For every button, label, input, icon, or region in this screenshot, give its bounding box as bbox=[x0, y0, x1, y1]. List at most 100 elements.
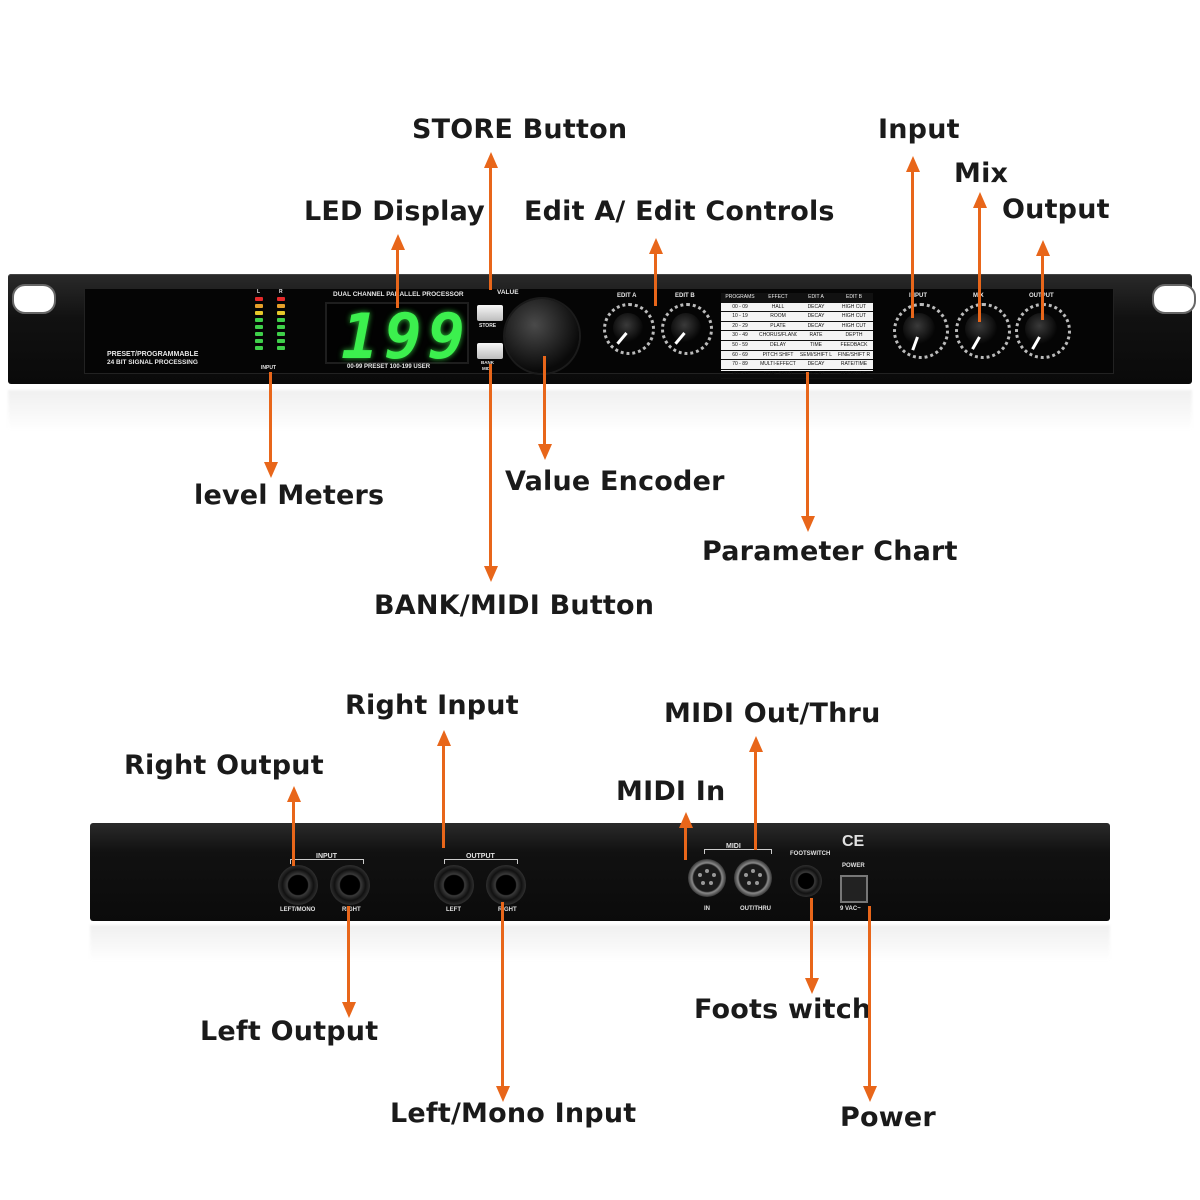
power-jack[interactable] bbox=[840, 875, 868, 903]
front-panel-reflection bbox=[8, 390, 1192, 430]
chart-cell: DECAY bbox=[807, 361, 825, 368]
midi-out-thru-port[interactable] bbox=[734, 859, 772, 897]
callout-bank-midi-button: BANK/MIDI Button bbox=[374, 590, 655, 621]
callout-led-display: LED Display bbox=[304, 196, 485, 227]
mix-knob[interactable] bbox=[965, 313, 997, 345]
arrow-mix bbox=[978, 206, 981, 322]
chart-cell: DECAY bbox=[807, 322, 825, 329]
meter-segment bbox=[277, 311, 285, 315]
callout-midi-in: MIDI In bbox=[616, 776, 726, 807]
callout-left-output: Left Output bbox=[200, 1016, 379, 1047]
edit-b-label: EDIT B bbox=[675, 293, 695, 299]
right-in-label: RIGHT bbox=[342, 907, 361, 913]
callout-level-meters: level Meters bbox=[194, 480, 385, 511]
chart-cell: DECAY bbox=[807, 370, 825, 377]
midi-label: MIDI bbox=[482, 366, 492, 371]
din-pin bbox=[701, 881, 705, 885]
callout-parameter-chart: Parameter Chart bbox=[702, 536, 958, 567]
arrow-store-button bbox=[489, 166, 492, 290]
chart-header-cell: EDIT A bbox=[797, 293, 835, 302]
din-pin bbox=[705, 869, 709, 873]
arrow-parameter-chart bbox=[806, 372, 809, 518]
chart-cell: PLATE bbox=[770, 322, 786, 329]
chart-cell: 30 - 49 bbox=[732, 332, 748, 339]
display-caption: 00-99 PRESET 100-199 USER bbox=[347, 364, 431, 370]
rack-ear-hole-left-top bbox=[12, 284, 56, 314]
meter-left-column bbox=[255, 297, 263, 353]
edit-b-scale bbox=[661, 303, 713, 355]
arrow-left-mono-input bbox=[501, 902, 504, 1088]
callout-value-encoder: Value Encoder bbox=[505, 466, 725, 497]
callout-edit-controls: Edit A/ Edit Controls bbox=[524, 196, 835, 227]
led-display: 199 bbox=[325, 300, 469, 373]
footswitch-jack[interactable] bbox=[790, 865, 822, 897]
din-pin bbox=[747, 881, 751, 885]
edit-a-knob[interactable] bbox=[613, 313, 643, 343]
chart-cell: HIGH CUT bbox=[841, 313, 867, 320]
left-output-jack[interactable] bbox=[434, 865, 474, 905]
callout-right-input: Right Input bbox=[345, 690, 519, 721]
meter-segment bbox=[277, 332, 285, 336]
meter-segment bbox=[255, 325, 263, 329]
chart-cell: HIGH CUT bbox=[841, 303, 867, 310]
meter-segment bbox=[277, 325, 285, 329]
brand-line-2: 24 BIT SIGNAL PROCESSING bbox=[107, 359, 198, 366]
front-face: PRESET/PROGRAMMABLE 24 BIT SIGNAL PROCES… bbox=[84, 288, 1114, 380]
chart-cell: DEPTH bbox=[845, 332, 863, 339]
output-group-bracket bbox=[444, 859, 518, 864]
din-pin bbox=[698, 873, 702, 877]
value-encoder[interactable] bbox=[505, 299, 579, 373]
midi-in-port[interactable] bbox=[688, 859, 726, 897]
arrow-footswitch bbox=[810, 898, 813, 980]
meter-segment bbox=[277, 346, 285, 350]
chart-cell: 50 - 59 bbox=[732, 341, 748, 348]
chart-cell: RATE bbox=[809, 332, 823, 339]
chart-cell: DECAY bbox=[807, 313, 825, 320]
chart-cell: DUAL SEND bbox=[763, 370, 793, 377]
chart-header-cell: EFFECT bbox=[759, 293, 797, 302]
meter-segment bbox=[255, 304, 263, 308]
meter-left-label: L bbox=[257, 289, 261, 295]
chart-row: 30 - 49 CHORUS/FLANGE RATE DEPTH bbox=[721, 331, 873, 341]
meter-segment bbox=[255, 332, 263, 336]
input-knob-label: INPUT bbox=[909, 293, 927, 299]
midi-out-thru-label: OUT/THRU bbox=[740, 906, 771, 912]
chart-row: 20 - 29 PLATE DECAY HIGH CUT bbox=[721, 322, 873, 332]
chart-cell: TIME bbox=[810, 341, 822, 348]
front-panel: PRESET/PROGRAMMABLE 24 BIT SIGNAL PROCES… bbox=[8, 274, 1196, 384]
left-mono-input-jack[interactable] bbox=[278, 865, 318, 905]
right-output-jack[interactable] bbox=[486, 865, 526, 905]
rear-output-group-label: OUTPUT bbox=[466, 853, 495, 860]
din-pin bbox=[758, 873, 762, 877]
rear-panel-reflection bbox=[90, 925, 1110, 961]
meter-input-label: INPUT bbox=[261, 365, 276, 371]
input-knob[interactable] bbox=[903, 313, 935, 345]
din-pin bbox=[755, 881, 759, 885]
bank-midi-button[interactable] bbox=[477, 343, 503, 359]
arrow-power bbox=[868, 906, 871, 1088]
callout-store-button: STORE Button bbox=[412, 114, 628, 145]
meter-segment bbox=[255, 297, 263, 301]
meter-right-column bbox=[277, 297, 285, 353]
parameter-chart: PROGRAMS EFFECT EDIT A EDIT B 00 - 09 HA… bbox=[721, 293, 873, 380]
rear-input-group-label: INPUT bbox=[316, 853, 337, 860]
meter-segment bbox=[277, 297, 285, 301]
chart-header-row: PROGRAMS EFFECT EDIT A EDIT B bbox=[721, 293, 873, 303]
rear-midi-group-label: MIDI bbox=[726, 843, 741, 850]
callout-midi-out-thru: MIDI Out/Thru bbox=[664, 698, 881, 729]
arrow-midi-in bbox=[684, 826, 687, 860]
callout-mix: Mix bbox=[954, 158, 1009, 189]
edit-b-knob[interactable] bbox=[671, 313, 701, 343]
chart-cell: CHORUS/FLANGE bbox=[759, 332, 797, 339]
bank-label: BANK bbox=[481, 360, 494, 365]
arrow-edit-controls bbox=[654, 252, 657, 306]
arrow-output bbox=[1041, 254, 1044, 320]
chart-row: 70 - 89 MULTI-EFFECT DECAY RATE/TIME bbox=[721, 360, 873, 370]
meter-segment bbox=[255, 318, 263, 322]
store-button[interactable] bbox=[477, 305, 503, 321]
callout-output: Output bbox=[1002, 194, 1110, 225]
right-input-jack[interactable] bbox=[330, 865, 370, 905]
callout-right-output: Right Output bbox=[124, 750, 324, 781]
brand-line-1: PRESET/PROGRAMMABLE bbox=[107, 351, 199, 358]
chart-cell: 70 - 89 bbox=[732, 361, 748, 368]
